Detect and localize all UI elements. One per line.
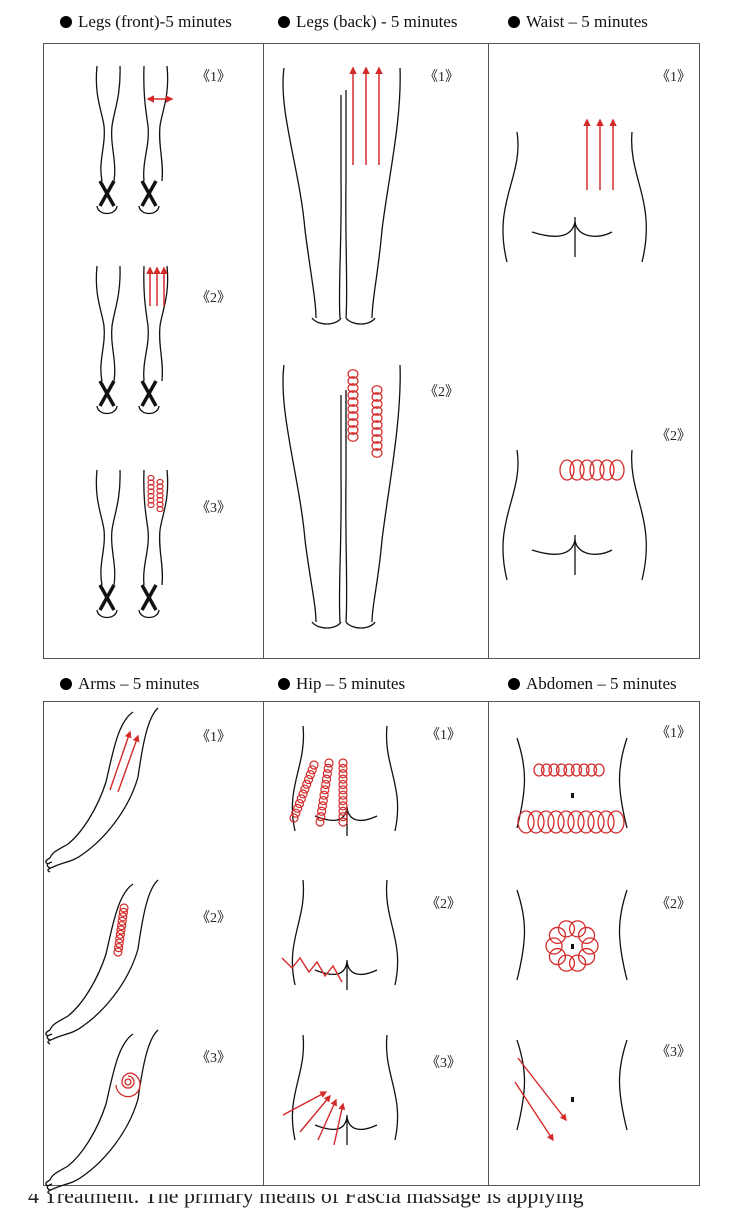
step-label-hip-3: 《3》 bbox=[426, 1056, 461, 1071]
step-label-legs-back-1: 《1》 bbox=[424, 70, 459, 85]
step-label-hip-2: 《2》 bbox=[426, 897, 461, 912]
step-label-abdomen-3: 《3》 bbox=[656, 1045, 691, 1060]
step-label-arms-2: 《2》 bbox=[196, 911, 231, 926]
step-label-abdomen-1: 《1》 bbox=[656, 726, 691, 741]
section-header-waist: Waist – 5 minutes bbox=[508, 12, 648, 32]
step-label-arms-1: 《1》 bbox=[196, 730, 231, 745]
panel-divider bbox=[263, 701, 264, 1186]
step-label-hip-1: 《1》 bbox=[426, 728, 461, 743]
step-label-legs-front-1: 《1》 bbox=[196, 70, 231, 85]
step-label-waist-1: 《1》 bbox=[656, 70, 691, 85]
step-label-waist-2: 《2》 bbox=[656, 429, 691, 444]
section-header-legs-back: Legs (back) - 5 minutes bbox=[278, 12, 457, 32]
panel-divider bbox=[263, 43, 264, 659]
bullet-dot-icon bbox=[508, 678, 520, 690]
step-label-abdomen-2: 《2》 bbox=[656, 897, 691, 912]
panel-divider bbox=[488, 701, 489, 1186]
section-header-abdomen: Abdomen – 5 minutes bbox=[508, 674, 677, 694]
section-header-hip: Hip – 5 minutes bbox=[278, 674, 405, 694]
section-header-legs-front: Legs (front)-5 minutes bbox=[60, 12, 232, 32]
panel-divider bbox=[488, 43, 489, 659]
bottom-panel bbox=[43, 701, 700, 1186]
step-label-legs-front-3: 《3》 bbox=[196, 501, 231, 516]
figure-caption-cropped: 4 Treatment. The primary means of Fascia… bbox=[28, 1194, 584, 1208]
bullet-dot-icon bbox=[60, 678, 72, 690]
step-label-legs-back-2: 《2》 bbox=[424, 385, 459, 400]
bullet-dot-icon bbox=[508, 16, 520, 28]
bullet-dot-icon bbox=[278, 678, 290, 690]
bullet-dot-icon bbox=[60, 16, 72, 28]
bullet-dot-icon bbox=[278, 16, 290, 28]
step-label-legs-front-2: 《2》 bbox=[196, 291, 231, 306]
step-label-arms-3: 《3》 bbox=[196, 1051, 231, 1066]
top-panel bbox=[43, 43, 700, 659]
section-header-arms: Arms – 5 minutes bbox=[60, 674, 199, 694]
